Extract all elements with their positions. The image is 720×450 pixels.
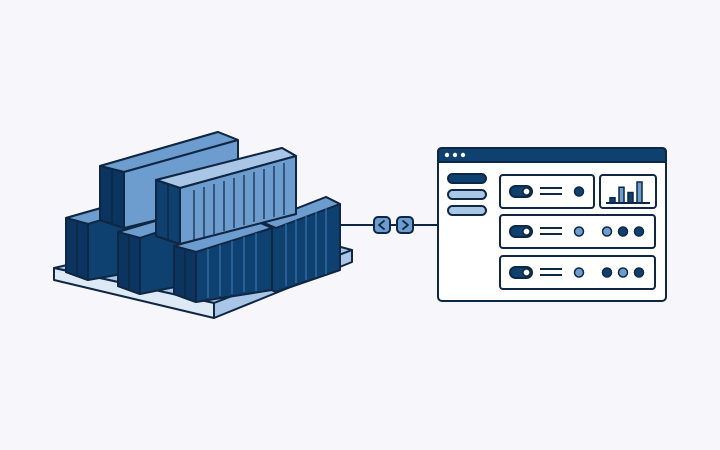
- status-dot: [573, 267, 585, 278]
- chart-bar: [627, 191, 634, 204]
- chevron-left-icon[interactable]: [373, 216, 391, 234]
- status-dot: [573, 186, 585, 197]
- sidebar-item-1[interactable]: [447, 173, 487, 184]
- chart-panel: [599, 174, 657, 209]
- dashboard-panel-1: [499, 174, 595, 209]
- container-top-right: [155, 147, 297, 245]
- status-dot: [617, 267, 629, 278]
- chart-bar: [636, 181, 643, 204]
- dashboard-panel-2: [499, 214, 656, 249]
- container-front-right: [173, 221, 273, 303]
- dashboard-window: [437, 147, 667, 302]
- chevron-right-icon[interactable]: [396, 216, 414, 234]
- toggle-switch[interactable]: [509, 266, 533, 279]
- status-dot: [601, 267, 613, 278]
- sidebar-item-2[interactable]: [447, 189, 487, 200]
- status-dot: [601, 226, 613, 237]
- container-back-right: [261, 196, 341, 293]
- window-dots: [444, 152, 466, 158]
- dashboard-sidebar: [447, 173, 487, 216]
- container-stack: [65, 131, 341, 303]
- toggle-switch[interactable]: [509, 225, 533, 238]
- status-dot: [633, 267, 645, 278]
- toggle-switch[interactable]: [509, 185, 533, 198]
- bar-chart-icon: [606, 181, 650, 204]
- sidebar-item-3[interactable]: [447, 205, 487, 216]
- dashboard-panel-3: [499, 255, 656, 290]
- status-dot: [617, 226, 629, 237]
- status-dot: [573, 226, 585, 237]
- chart-bar: [618, 186, 625, 204]
- status-dot: [633, 226, 645, 237]
- connector: [340, 216, 438, 234]
